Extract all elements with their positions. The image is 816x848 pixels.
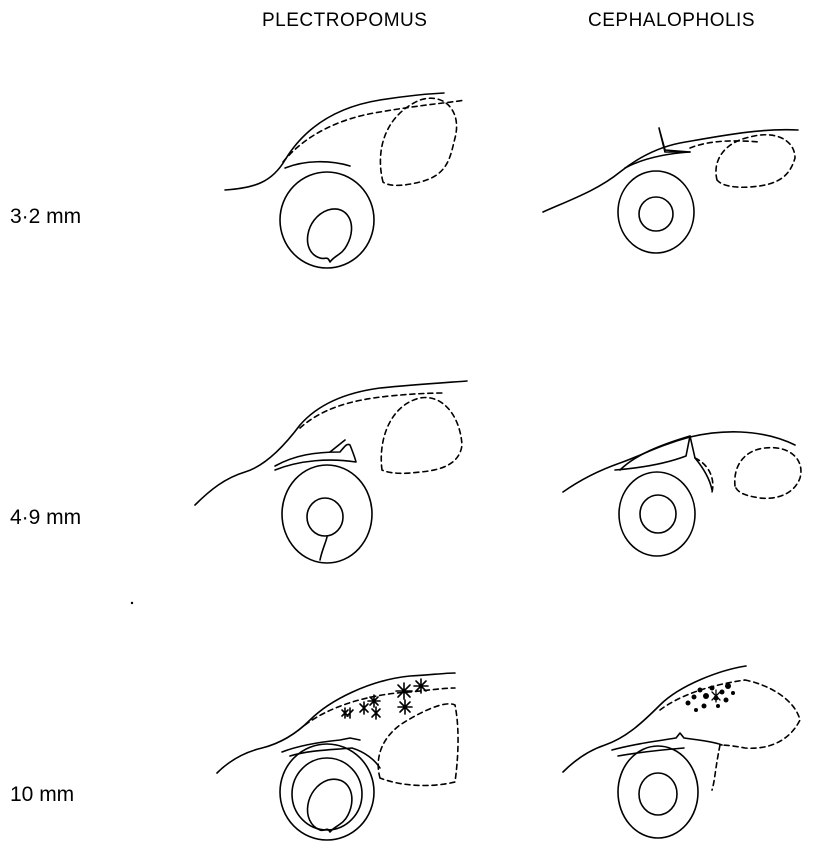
cephalopholis-10mm-head (563, 666, 800, 838)
plectropomus-3-2mm-head (225, 93, 465, 268)
plectropomus-10mm-head (217, 673, 458, 840)
melanophore-cluster-plectropomus (342, 679, 428, 719)
speck (131, 602, 133, 604)
cephalopholis-4-9mm-head (563, 432, 801, 556)
cephalopholis-3-2mm-head (543, 128, 798, 253)
plectropomus-4-9mm-head (195, 381, 467, 563)
melanophore-cluster-cephalopholis (686, 683, 736, 712)
